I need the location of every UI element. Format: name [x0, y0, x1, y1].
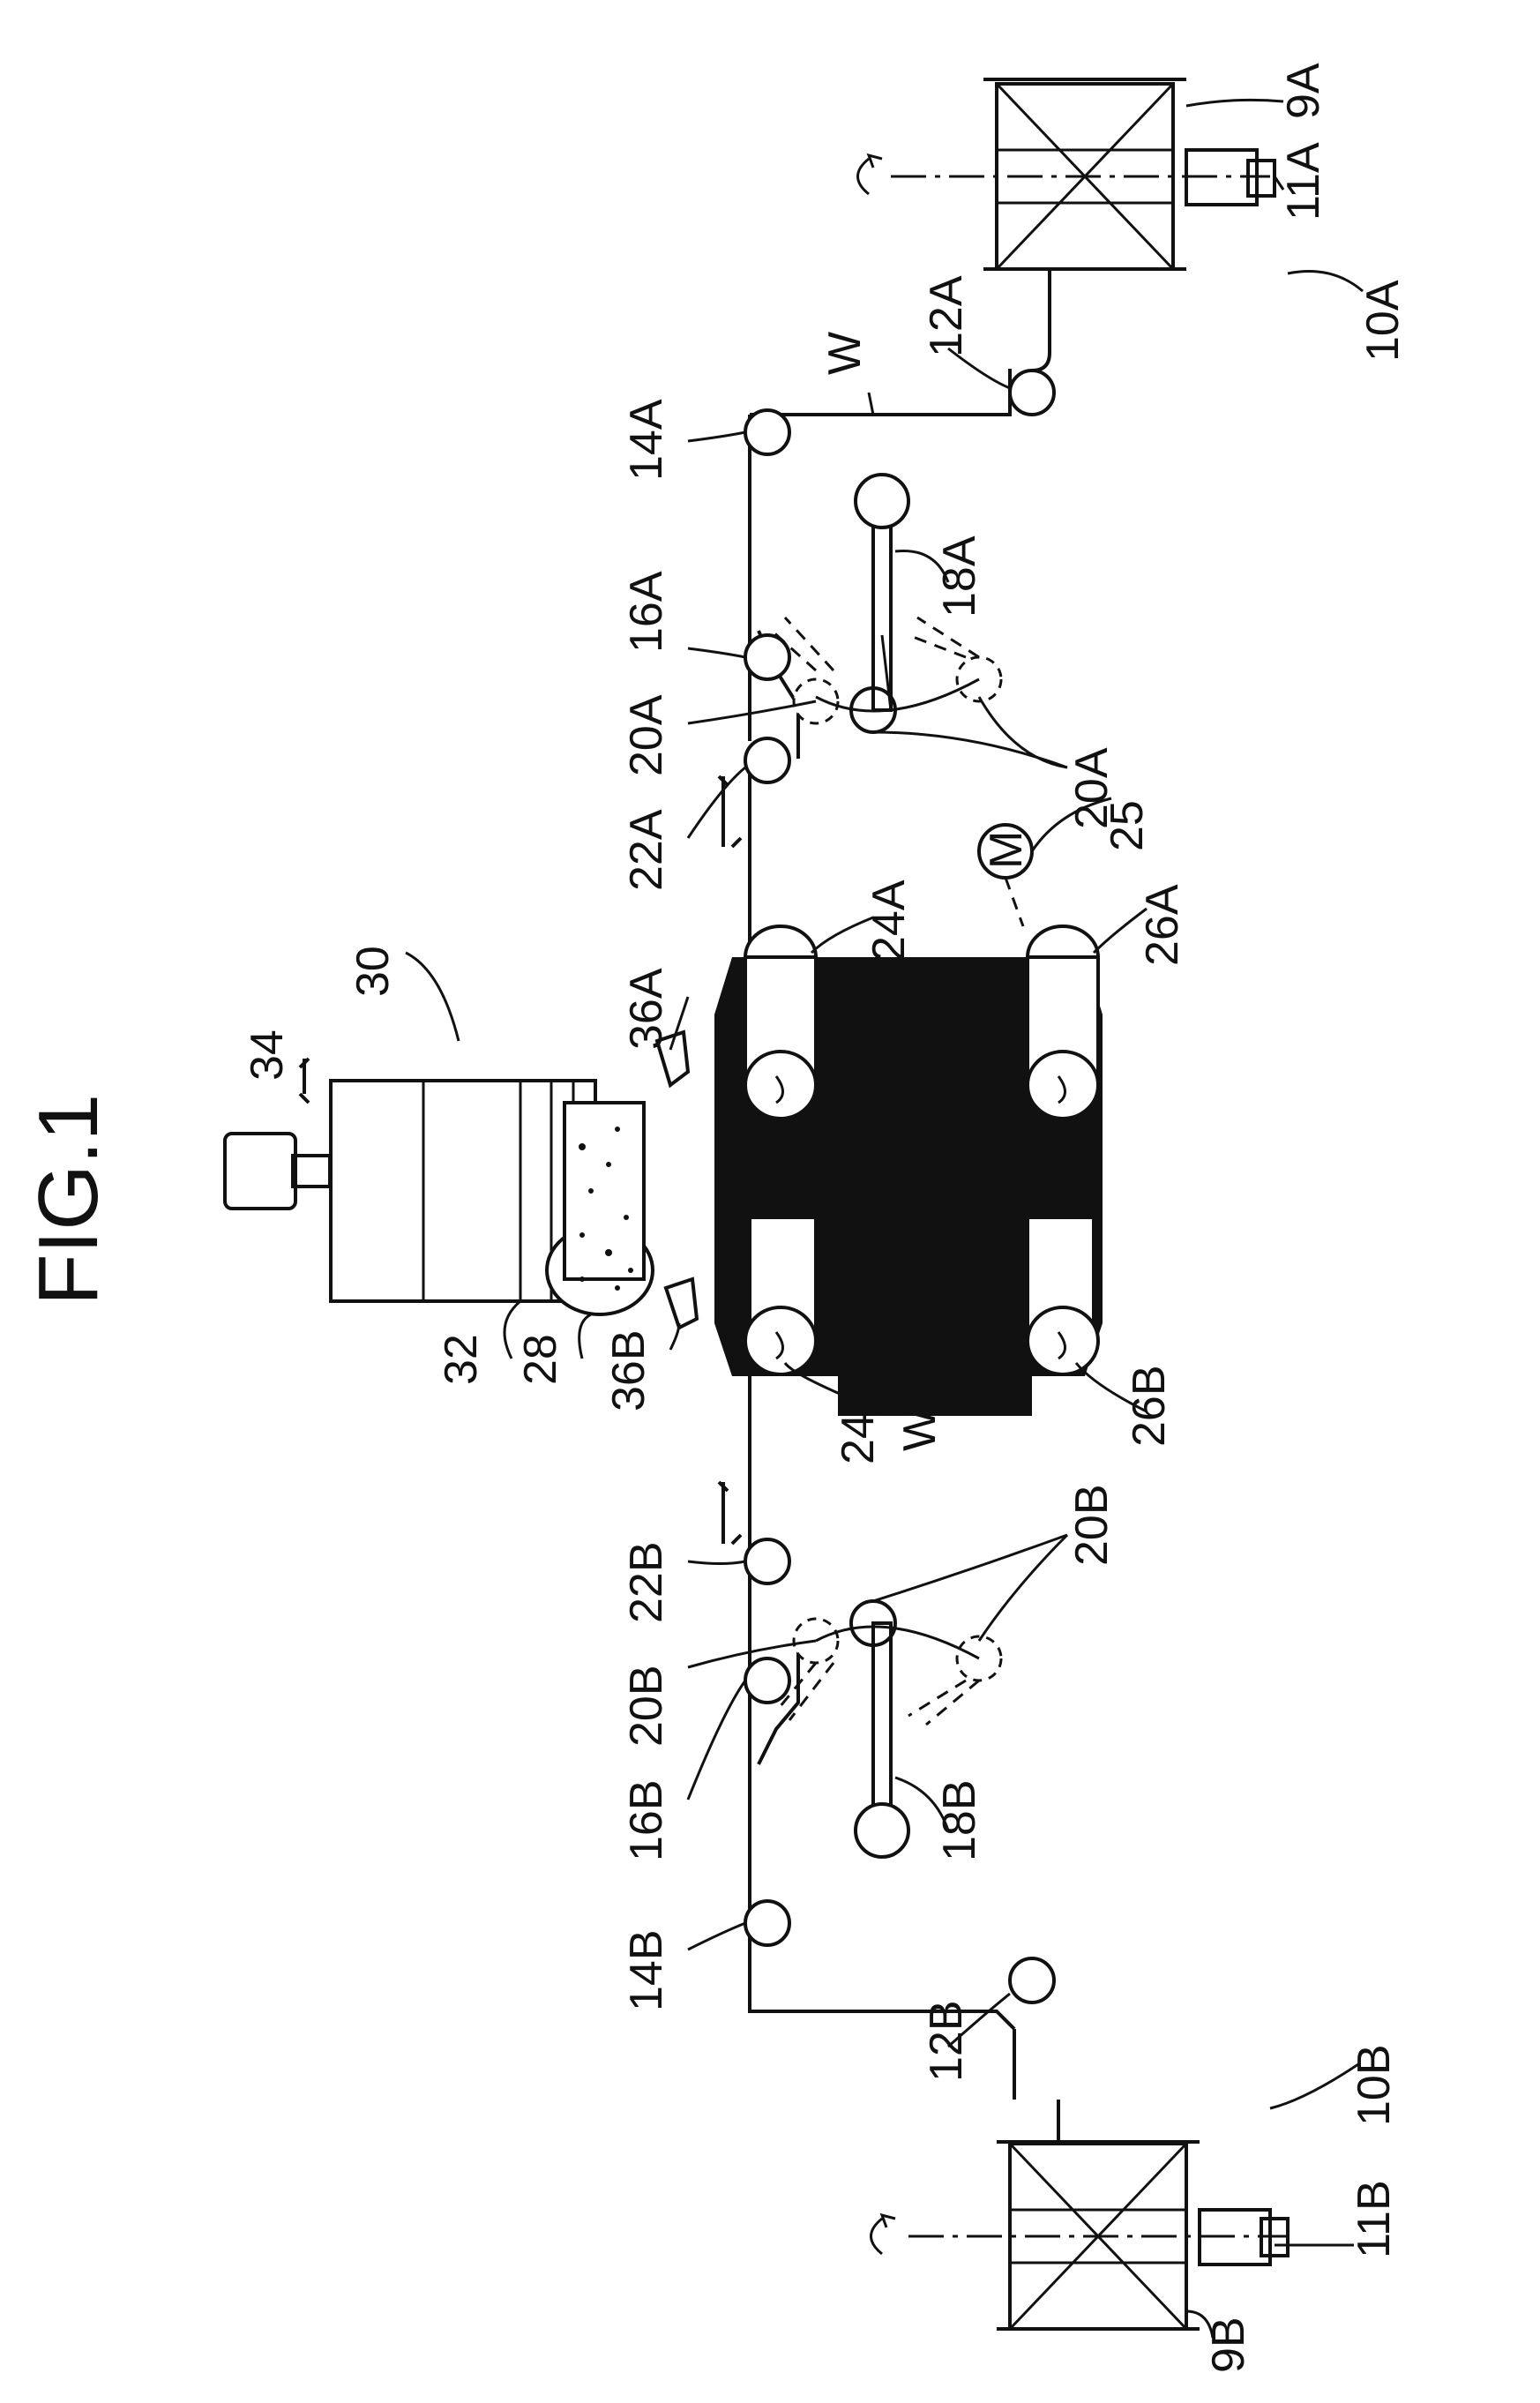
label-28: 28 — [515, 1334, 566, 1385]
label-24A: 24A — [863, 880, 915, 962]
figure-title: FIG.1 — [21, 1094, 116, 1306]
label-26B: 26B — [1124, 1365, 1175, 1447]
label-11B: 11B — [1349, 2180, 1400, 2258]
label-10B: 10B — [1349, 2044, 1400, 2126]
pulley-16B — [745, 1658, 789, 1703]
label-26A: 26A — [1137, 884, 1188, 966]
label-22A: 22A — [621, 809, 672, 891]
label-32: 32 — [436, 1334, 487, 1385]
label-36B: 36B — [603, 1329, 654, 1411]
label-36A: 36A — [621, 968, 672, 1050]
label-16B: 16B — [621, 1779, 672, 1861]
spool-10B — [871, 2142, 1289, 2329]
label-12A: 12A — [921, 275, 972, 357]
label-18A: 18A — [934, 535, 985, 618]
pulley-22A — [745, 738, 789, 782]
spool-10A — [858, 79, 1275, 269]
label-18B: 18B — [934, 1779, 985, 1861]
label-9A: 9A — [1278, 63, 1329, 119]
label-10A: 10A — [1357, 280, 1409, 362]
label-25: 25 — [1102, 800, 1153, 851]
pulley-14A — [745, 410, 789, 454]
pulley-12B — [1010, 1958, 1054, 2002]
label-22B: 22B — [621, 1541, 672, 1623]
label-M: M — [981, 831, 1032, 869]
label-30: 30 — [348, 946, 399, 997]
label-12B: 12B — [921, 2000, 972, 2082]
pulley-14B — [745, 1901, 789, 1945]
label-9B: 9B — [1203, 2317, 1254, 2373]
label-W-mid: W — [894, 1408, 946, 1451]
pulleys-b — [745, 1539, 1054, 2002]
label-14B: 14B — [621, 1929, 672, 2011]
label-34: 34 — [242, 1029, 293, 1081]
label-16A: 16A — [621, 571, 672, 653]
label-11A: 11A — [1278, 142, 1329, 221]
pulley-22B — [745, 1539, 789, 1583]
label-20B-a: 20B — [621, 1665, 672, 1747]
label-14A: 14A — [621, 399, 672, 481]
label-20B-b: 20B — [1066, 1484, 1118, 1566]
label-W-top: W — [819, 332, 871, 375]
pulleys-a — [745, 371, 1054, 782]
label-20A-a: 20A — [621, 694, 672, 776]
pulley-12A — [1010, 371, 1054, 415]
